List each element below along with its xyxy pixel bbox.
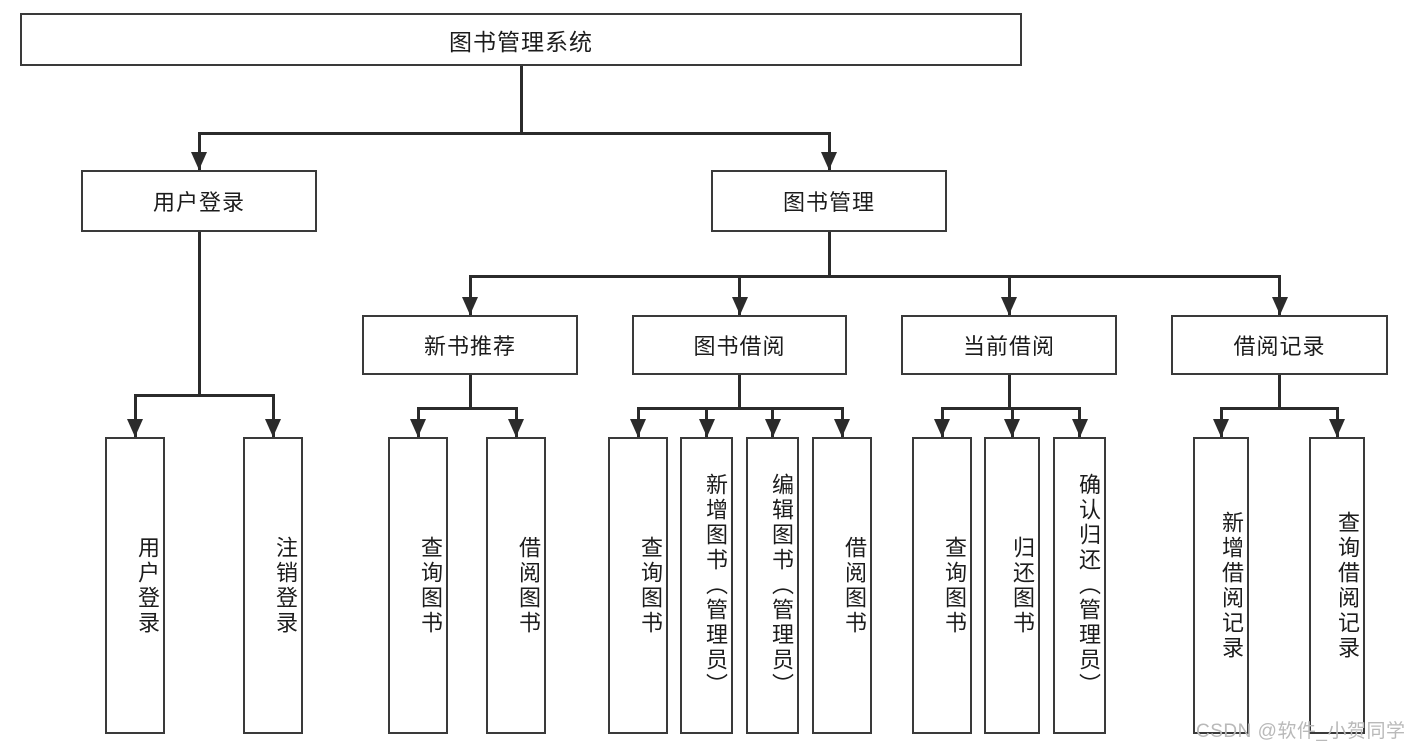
connector-stem-new-book-recommend-to-leaves bbox=[468, 375, 472, 407]
connector-branch-current-borrow bbox=[1007, 275, 1011, 315]
node-current-borrowing[interactable]: 当前借阅 bbox=[901, 315, 1117, 375]
node-leaf-query-book-borrow[interactable]: 查询图书 bbox=[608, 437, 668, 734]
csdn-watermark: CSDN @软件_小贺同学 bbox=[1196, 721, 1405, 742]
node-leaf-query-borrow-record[interactable]: 查询借阅记录 bbox=[1309, 437, 1365, 734]
connector-bar-user-login-to-leaves bbox=[135, 394, 273, 397]
arrowhead-user-login bbox=[191, 152, 207, 170]
node-leaf-return-book[interactable]: 归还图书 bbox=[984, 437, 1040, 734]
connector-bar-book-borrow-to-leaves bbox=[638, 407, 842, 410]
node-leaf-borrow-book-recommend[interactable]: 借阅图书 bbox=[486, 437, 546, 734]
connector-bar-new-book-recommend-to-leaves bbox=[418, 407, 516, 410]
node-leaf-add-book-admin[interactable]: 新增图书（管理员） bbox=[680, 437, 733, 734]
arrowhead-leaf-return-book bbox=[1004, 419, 1020, 437]
node-user-login[interactable]: 用户登录 bbox=[81, 170, 317, 232]
arrowhead-leaf-confirm-return-admin bbox=[1071, 419, 1088, 437]
node-book-borrowing[interactable]: 图书借阅 bbox=[632, 315, 847, 375]
arrowhead-leaf-user-login bbox=[127, 419, 143, 437]
connector-branch-leaf-user-login bbox=[133, 394, 137, 437]
arrowhead-leaf-borrow-book-2 bbox=[834, 419, 850, 437]
connector-branch-leaf-user-logout bbox=[271, 394, 275, 437]
node-leaf-query-book-recommend[interactable]: 查询图书 bbox=[388, 437, 448, 734]
node-leaf-add-borrow-record[interactable]: 新增借阅记录 bbox=[1193, 437, 1249, 734]
node-new-book-recommendation[interactable]: 新书推荐 bbox=[362, 315, 578, 375]
connector-stem-book-borrow-to-leaves bbox=[738, 375, 741, 407]
arrowhead-new-book-recommend bbox=[462, 297, 478, 315]
connector-branch-borrow-record bbox=[1278, 275, 1281, 315]
connector-branch-book-manage bbox=[827, 132, 831, 170]
connector-bar-book-manage-to-level2 bbox=[470, 275, 1280, 278]
node-leaf-user-logout[interactable]: 注销登录 bbox=[243, 437, 303, 734]
arrowhead-leaf-query-borrow-record bbox=[1329, 419, 1345, 437]
arrowhead-leaf-query-book-3 bbox=[934, 419, 950, 437]
connector-bar-borrow-record-to-leaves bbox=[1221, 407, 1337, 410]
arrowhead-leaf-query-book-2 bbox=[630, 419, 646, 437]
node-book-management-system[interactable]: 图书管理系统 bbox=[20, 13, 1022, 66]
arrowhead-borrow-record bbox=[1271, 297, 1288, 315]
connector-bar-root-to-level1 bbox=[199, 132, 829, 135]
arrowhead-leaf-edit-book-admin bbox=[764, 419, 781, 437]
connector-stem-root-to-level1 bbox=[519, 66, 523, 132]
connector-branch-user-login bbox=[197, 132, 201, 170]
arrowhead-leaf-add-book-admin bbox=[698, 419, 715, 437]
node-borrowing-record[interactable]: 借阅记录 bbox=[1171, 315, 1388, 375]
arrowhead-leaf-borrow-book-1 bbox=[508, 419, 524, 437]
arrowhead-leaf-query-book-1 bbox=[410, 419, 426, 437]
connector-branch-book-borrow bbox=[738, 275, 741, 315]
connector-stem-current-borrow-to-leaves bbox=[1007, 375, 1011, 407]
node-book-management[interactable]: 图书管理 bbox=[711, 170, 947, 232]
node-leaf-confirm-return-admin[interactable]: 确认归还（管理员） bbox=[1053, 437, 1106, 734]
arrowhead-current-borrow bbox=[1001, 297, 1017, 315]
connector-stem-user-login-to-leaves bbox=[197, 232, 201, 394]
node-leaf-query-book-current[interactable]: 查询图书 bbox=[912, 437, 972, 734]
arrowhead-book-manage bbox=[821, 152, 837, 170]
connector-stem-book-manage-to-level2 bbox=[827, 232, 831, 275]
arrowhead-book-borrow bbox=[731, 297, 748, 315]
node-leaf-user-login[interactable]: 用户登录 bbox=[105, 437, 165, 734]
connector-branch-new-book-recommend bbox=[468, 275, 472, 315]
connector-stem-borrow-record-to-leaves bbox=[1278, 375, 1281, 407]
arrowhead-leaf-user-logout bbox=[265, 419, 281, 437]
node-leaf-borrow-book[interactable]: 借阅图书 bbox=[812, 437, 872, 734]
node-leaf-edit-book-admin[interactable]: 编辑图书（管理员） bbox=[746, 437, 799, 734]
arrowhead-leaf-add-borrow-record bbox=[1213, 419, 1229, 437]
